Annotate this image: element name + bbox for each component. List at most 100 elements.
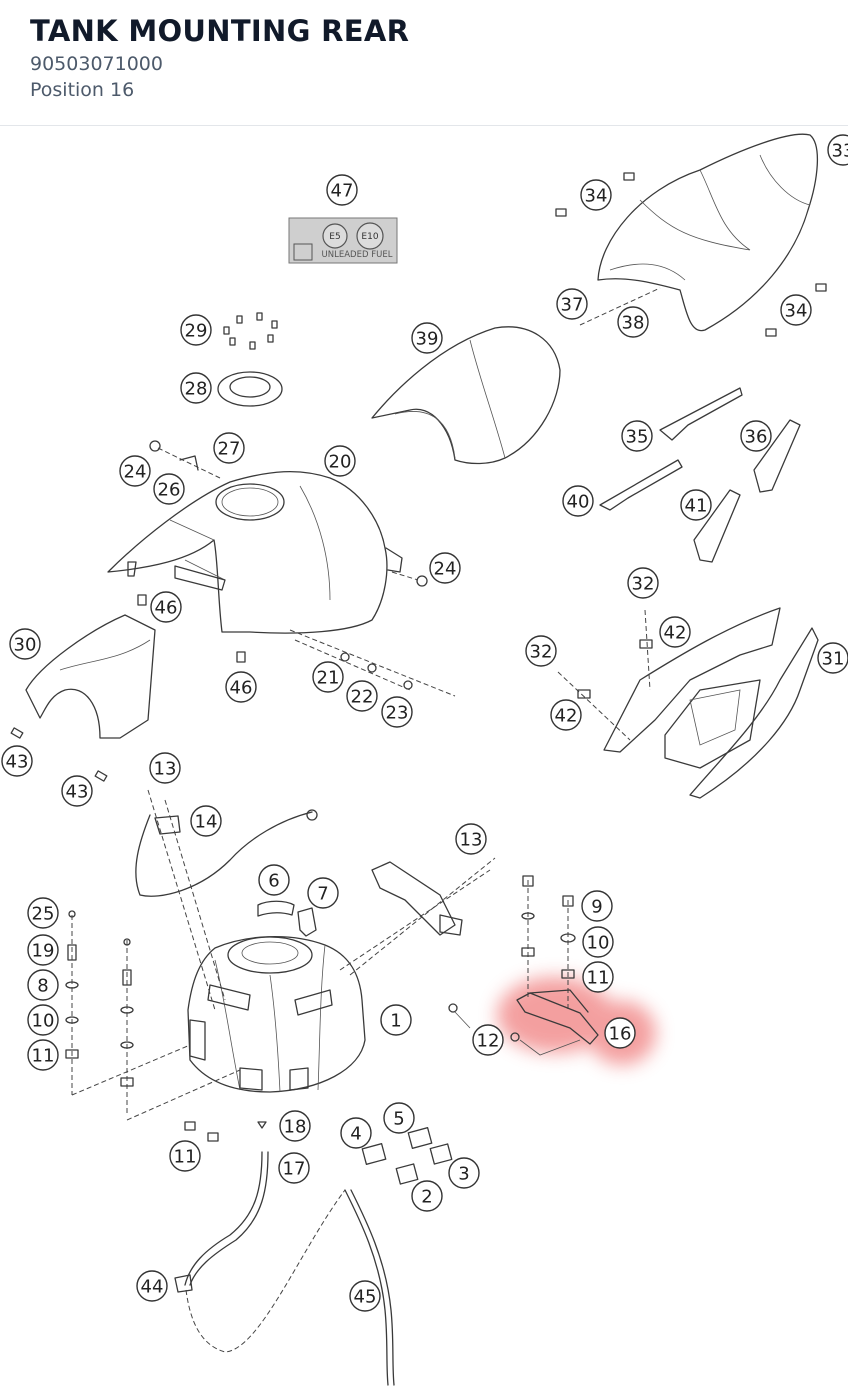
callout-27[interactable]: 27 [213, 432, 245, 464]
callout-circle [149, 752, 181, 784]
callout-11[interactable]: 11 [27, 1039, 59, 1071]
page-header: TANK MOUNTING REAR 90503071000 Position … [0, 0, 848, 126]
highlight-glow [497, 977, 656, 1065]
callout-35[interactable]: 35 [621, 420, 653, 452]
callout-number: 41 [685, 496, 708, 517]
callout-38[interactable]: 38 [617, 306, 649, 338]
callout-number: 24 [124, 462, 147, 483]
callout-41[interactable]: 41 [680, 489, 712, 521]
callout-circle [27, 1039, 59, 1071]
callout-number: 6 [268, 871, 279, 892]
callout-29[interactable]: 29 [180, 314, 212, 346]
callout-bubbles: 4734333738342939282720242635364041244632… [1, 134, 848, 1312]
callout-3[interactable]: 3 [448, 1157, 480, 1189]
callout-circle [780, 294, 812, 326]
callout-32[interactable]: 32 [525, 635, 557, 667]
callout-37[interactable]: 37 [556, 288, 588, 320]
callout-24[interactable]: 24 [429, 552, 461, 584]
callout-19[interactable]: 19 [27, 934, 59, 966]
callout-30[interactable]: 30 [9, 628, 41, 660]
callout-39[interactable]: 39 [411, 322, 443, 354]
callout-34[interactable]: 34 [580, 179, 612, 211]
callout-13[interactable]: 13 [455, 823, 487, 855]
callout-46[interactable]: 46 [225, 671, 257, 703]
callout-circle [429, 552, 461, 584]
front-cover [25, 594, 246, 739]
callout-12[interactable]: 12 [472, 1024, 504, 1056]
callout-number: 10 [587, 933, 610, 954]
callout-14[interactable]: 14 [190, 805, 222, 837]
callout-22[interactable]: 22 [346, 680, 378, 712]
callout-40[interactable]: 40 [562, 485, 594, 517]
callout-circle [550, 699, 582, 731]
callout-circle [411, 1180, 443, 1212]
callout-24[interactable]: 24 [119, 455, 151, 487]
callout-circle [278, 1152, 310, 1184]
callout-circle [258, 864, 290, 896]
callout-7[interactable]: 7 [307, 877, 339, 909]
callout-44[interactable]: 44 [136, 1270, 168, 1302]
callout-25[interactable]: 25 [27, 897, 59, 929]
callout-23[interactable]: 23 [381, 696, 413, 728]
callout-circle [556, 288, 588, 320]
callout-43[interactable]: 43 [1, 745, 33, 777]
callout-33[interactable]: 33 [827, 134, 848, 166]
callout-number: 38 [622, 313, 645, 334]
clips [555, 172, 827, 337]
vent-hose [135, 811, 313, 897]
callout-2[interactable]: 2 [411, 1180, 443, 1212]
callout-number: 27 [218, 439, 241, 460]
callout-31[interactable]: 31 [817, 642, 848, 674]
callout-26[interactable]: 26 [153, 473, 185, 505]
callout-17[interactable]: 17 [278, 1152, 310, 1184]
callout-number: 3 [458, 1164, 469, 1185]
callout-circle [312, 661, 344, 693]
callout-number: 17 [283, 1159, 306, 1180]
callout-circle [326, 174, 358, 206]
callout-10[interactable]: 10 [27, 1004, 59, 1036]
callout-5[interactable]: 5 [383, 1102, 415, 1134]
callout-circle [27, 897, 59, 929]
callout-number: 43 [6, 752, 29, 773]
callout-16[interactable]: 16 [604, 1017, 636, 1049]
callout-9[interactable]: 9 [581, 890, 613, 922]
callout-42[interactable]: 42 [659, 616, 691, 648]
callout-11[interactable]: 11 [169, 1140, 201, 1172]
callout-number: 30 [14, 635, 37, 656]
callout-number: 37 [561, 295, 584, 316]
callout-number: 32 [530, 642, 553, 663]
callout-18[interactable]: 18 [279, 1110, 311, 1142]
callout-circle [180, 372, 212, 404]
callout-10[interactable]: 10 [582, 926, 614, 958]
unleaded-fuel-label: UNLEADED FUEL [322, 250, 393, 260]
callout-1[interactable]: 1 [380, 1004, 412, 1036]
callout-number: 11 [587, 968, 610, 989]
callout-28[interactable]: 28 [180, 372, 212, 404]
callout-47[interactable]: 47 [326, 174, 358, 206]
callout-circle [324, 445, 356, 477]
callout-circle [27, 1004, 59, 1036]
callout-number: 45 [354, 1287, 377, 1308]
callout-36[interactable]: 36 [740, 420, 772, 452]
callout-45[interactable]: 45 [349, 1280, 381, 1312]
callout-34[interactable]: 34 [780, 294, 812, 326]
callout-20[interactable]: 20 [324, 445, 356, 477]
callout-circle [1, 745, 33, 777]
callout-4[interactable]: 4 [340, 1117, 372, 1149]
callout-circle [61, 775, 93, 807]
callout-46[interactable]: 46 [150, 591, 182, 623]
callout-8[interactable]: 8 [27, 969, 59, 1001]
callout-32[interactable]: 32 [627, 567, 659, 599]
callout-circle [617, 306, 649, 338]
callout-number: 24 [434, 559, 457, 580]
callout-11[interactable]: 11 [582, 961, 614, 993]
callout-circle [455, 823, 487, 855]
callout-21[interactable]: 21 [312, 661, 344, 693]
callout-43[interactable]: 43 [61, 775, 93, 807]
callout-13[interactable]: 13 [149, 752, 181, 784]
callout-42[interactable]: 42 [550, 699, 582, 731]
callout-number: 44 [141, 1277, 164, 1298]
callout-6[interactable]: 6 [258, 864, 290, 896]
callout-number: 29 [185, 321, 208, 342]
left-mount-stack [65, 910, 241, 1121]
